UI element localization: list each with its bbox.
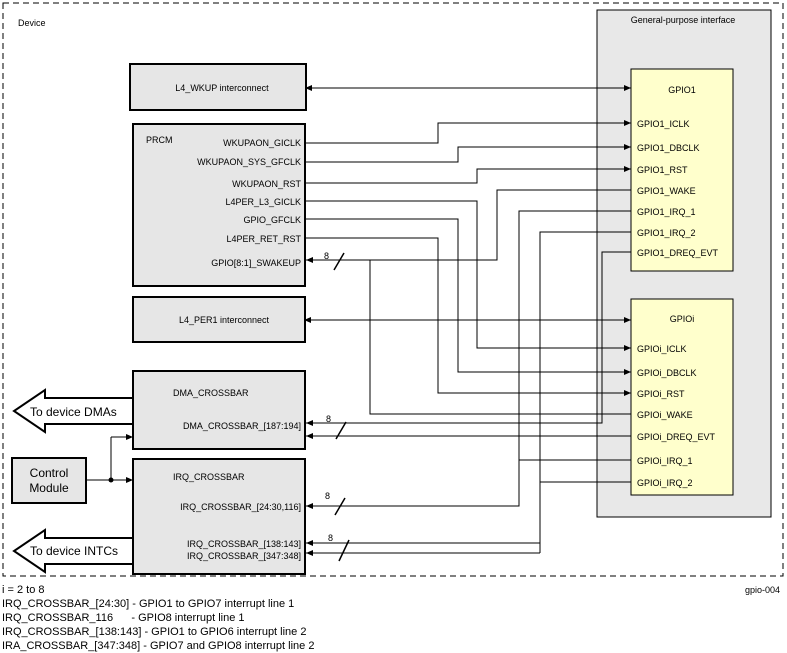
prcm-signal: L4PER_L3_GICLK [225, 197, 301, 207]
gpi-title: General-purpose interface [631, 15, 736, 25]
gpioi-port: GPIOi_RST [637, 389, 685, 399]
to-intcs-label: To device INTCs [30, 544, 118, 558]
gpio1-port: GPIO1_IRQ_1 [637, 207, 696, 217]
gpio1-port: GPIO1_IRQ_2 [637, 228, 696, 238]
irq-crossbar-port: IRQ_CROSSBAR_[347:348] [187, 551, 301, 561]
to-dmas-label: To device DMAs [30, 405, 117, 419]
device-label: Device [18, 18, 46, 28]
gpio1-ports: GPIO1_ICLK GPIO1_DBCLK GPIO1_RST GPIO1_W… [637, 119, 719, 258]
footnotes: i = 2 to 8 IRQ_CROSSBAR_[24:30] - GPIO1 … [2, 583, 314, 653]
control-module-label-2: Module [29, 481, 69, 495]
device-boundary [2, 2, 784, 577]
prcm-signal: GPIO_GFCLK [243, 215, 301, 225]
footnote-line: i = 2 to 8 [2, 584, 45, 596]
gpioi-port: GPIOi_DREQ_EVT [637, 432, 716, 442]
gpio1-port: GPIO1_DREQ_EVT [637, 248, 719, 258]
control-module-label-1: Control [30, 466, 69, 480]
l4-wkup-label: L4_WKUP interconnect [175, 83, 269, 93]
prcm-signals: WKUPAON_GICLK WKUPAON_SYS_GFCLK WKUPAON_… [197, 138, 301, 268]
prcm-signal: L4PER_RET_RST [226, 234, 301, 244]
gpioi-box [630, 298, 734, 496]
bus-width-markers [333, 252, 350, 562]
prcm-signal: WKUPAON_GICLK [223, 138, 301, 148]
footnote-line: IRA_CROSSBAR_[347:348] - GPIO7 and GPIO8… [2, 640, 315, 652]
footnote-line: IRQ_CROSSBAR_116 - GPIO8 interrupt line … [2, 612, 245, 624]
prcm-to-gpio-wires [305, 120, 631, 396]
interconnect-links [304, 85, 631, 323]
bus-width-labels: 8 8 8 8 [324, 251, 333, 543]
dma-request-wires [306, 251, 631, 439]
footnote-line: IRQ_CROSSBAR_[24:30] - GPIO1 to GPIO7 in… [2, 598, 295, 610]
footnote-line: IRQ_CROSSBAR_[138:143] - GPIO1 to GPIO6 … [2, 626, 307, 638]
prcm-box [132, 123, 306, 287]
prcm-title: PRCM [146, 135, 173, 145]
dma-crossbar-title: DMA_CROSSBAR [173, 388, 249, 398]
gpio-integration-diagram: Device General-purpose interface GPIO1 G… [2, 2, 784, 577]
gpio1-port: GPIO1_ICLK [637, 119, 690, 129]
dma-crossbar-port: DMA_CROSSBAR_[187:194] [183, 421, 301, 431]
figure-id: gpio-004 [745, 585, 781, 595]
control-module-box [11, 457, 87, 504]
dma-crossbar-box [132, 370, 306, 450]
gpioi-port: GPIOi_DBCLK [637, 368, 697, 378]
to-intcs-arrow [12, 528, 134, 574]
gpioi-port: GPIOi_IRQ_2 [637, 478, 693, 488]
prcm-signal: GPIO[8:1]_SWAKEUP [211, 258, 301, 268]
bus-width-label: 8 [325, 491, 330, 501]
bus-width-label: 8 [324, 251, 329, 261]
gpioi-ports: GPIOi_ICLK GPIOi_DBCLK GPIOi_RST GPIOi_W… [637, 344, 716, 488]
control-module-links [86, 434, 133, 483]
l4-per1-box [132, 296, 306, 343]
wake-wires [306, 189, 631, 415]
irq-crossbar-port: IRQ_CROSSBAR_[24:30,116] [180, 502, 301, 512]
gpioi-port: GPIOi_WAKE [637, 410, 693, 420]
bus-width-label: 8 [326, 414, 331, 424]
junction-dot [108, 477, 114, 483]
l4-per1-label: L4_PER1 interconnect [179, 315, 270, 325]
bus-width-label: 8 [328, 533, 333, 543]
irq-crossbar-box [132, 458, 306, 575]
irq-crossbar-title: IRQ_CROSSBAR [173, 472, 245, 482]
gpioi-port: GPIOi_IRQ_1 [637, 456, 693, 466]
irq-wires [306, 210, 631, 556]
prcm-signal: WKUPAON_RST [232, 179, 301, 189]
to-dmas-arrow [12, 388, 134, 434]
prcm-signal: WKUPAON_SYS_GFCLK [197, 157, 301, 167]
gpio1-port: GPIO1_DBCLK [637, 143, 700, 153]
irq-crossbar-port: IRQ_CROSSBAR_[138:143] [187, 539, 301, 549]
gpio1-box [630, 68, 734, 272]
gpio1-port: GPIO1_RST [637, 165, 688, 175]
gpio1-port: GPIO1_WAKE [637, 186, 696, 196]
gpio1-title: GPIO1 [668, 85, 696, 95]
gpioi-port: GPIOi_ICLK [637, 344, 687, 354]
gpioi-title: GPIOi [670, 314, 695, 324]
